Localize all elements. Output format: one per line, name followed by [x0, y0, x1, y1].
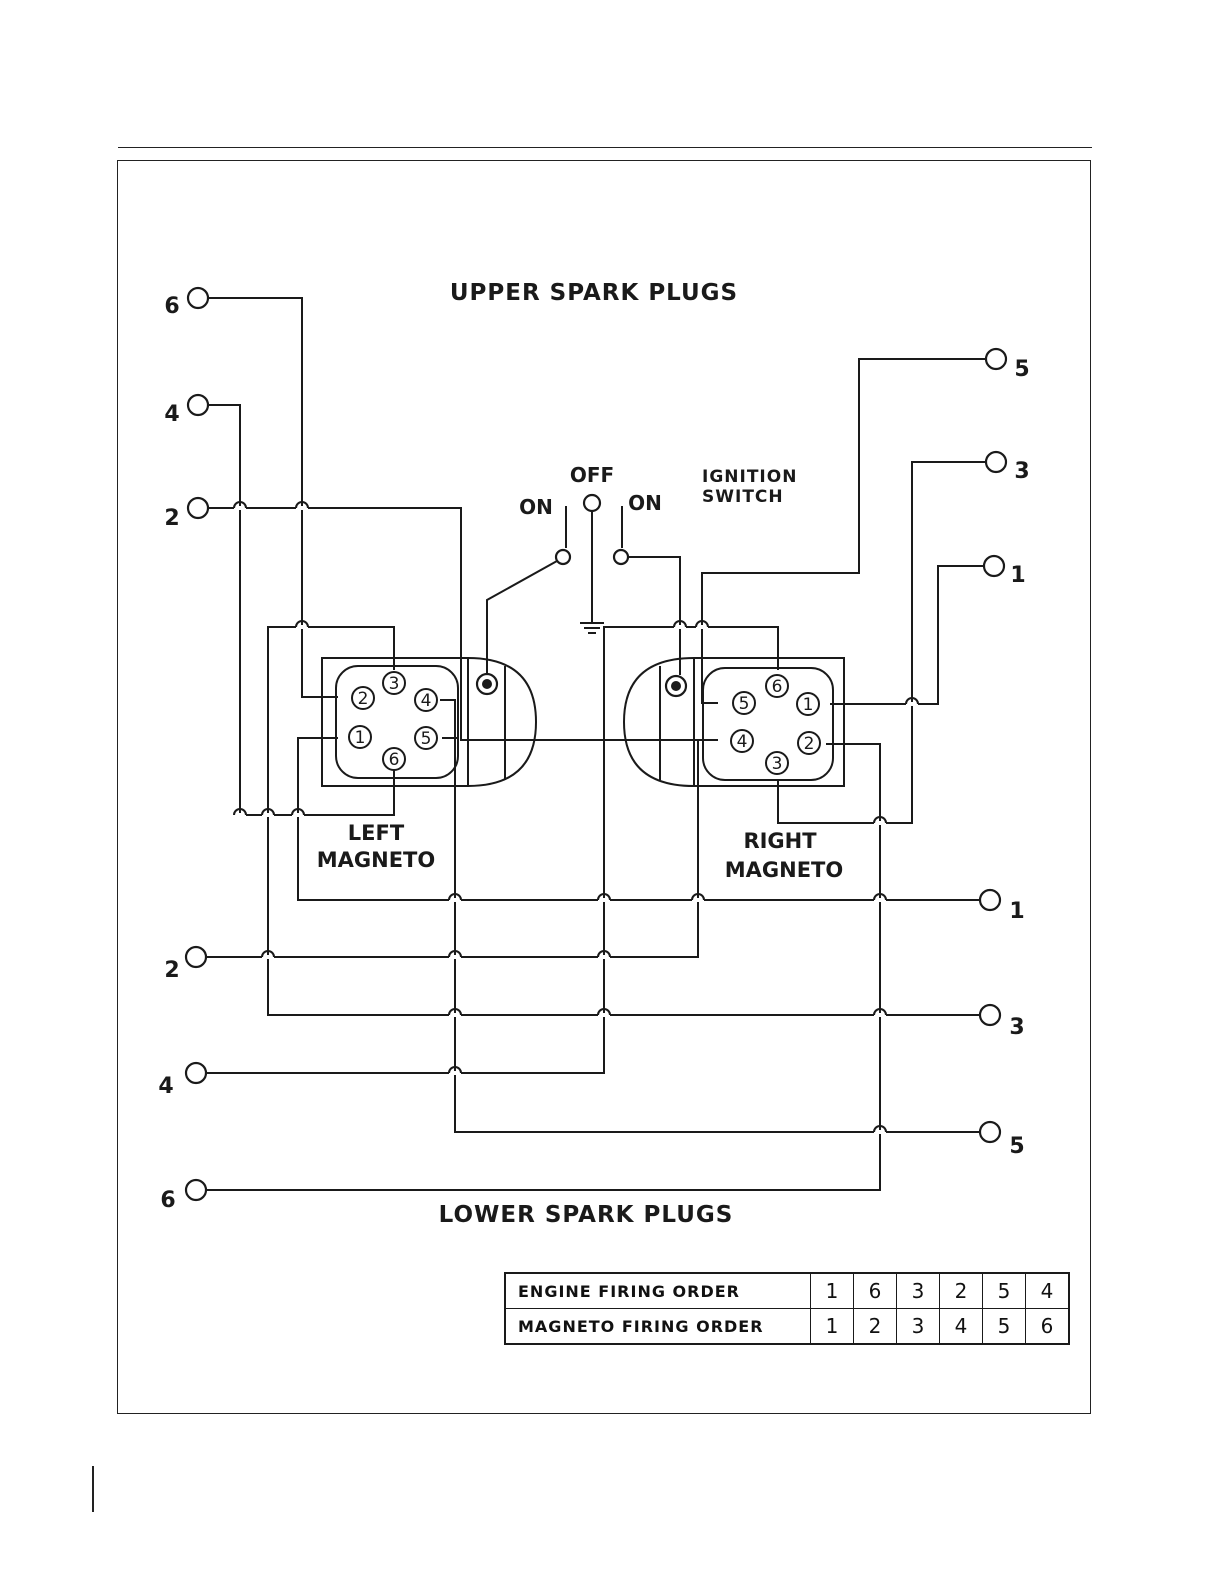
- table-cell: 2: [940, 1273, 983, 1309]
- spark-plug-number: 4: [158, 1074, 173, 1099]
- table-cell: 1: [811, 1273, 854, 1309]
- table-cell: 6: [854, 1273, 897, 1309]
- spark-plug-number: 5: [1014, 357, 1029, 382]
- wire-upper-1: [830, 566, 984, 704]
- spark-plug-number: 1: [1010, 563, 1025, 588]
- spark-plug-terminal: [186, 947, 206, 967]
- table-row: MAGNETO FIRING ORDER 1 2 3 4 5 6: [505, 1309, 1069, 1345]
- right-magneto-pin-label: 6: [772, 677, 783, 697]
- spark-plug-number: 6: [160, 1188, 175, 1213]
- switch-off-label: OFF: [570, 463, 614, 487]
- switch-left-terminal: [556, 550, 570, 564]
- switch-off-terminal: [584, 495, 600, 511]
- table-cell: 5: [983, 1309, 1026, 1345]
- table-cell: 4: [1026, 1273, 1070, 1309]
- wire-switch-left: [487, 561, 557, 675]
- switch-on-right-label: ON: [628, 491, 662, 515]
- right-magneto-pin-label: 4: [737, 732, 748, 752]
- spark-plug-number: 3: [1009, 1015, 1024, 1040]
- table-row: ENGINE FIRING ORDER 1 6 3 2 5 4: [505, 1273, 1069, 1309]
- left-magneto-pin-label: 6: [389, 750, 400, 770]
- table-cell: 3: [897, 1309, 940, 1345]
- table-cell: 5: [983, 1273, 1026, 1309]
- magneto-firing-order-label: MAGNETO FIRING ORDER: [505, 1309, 811, 1345]
- firing-order-table: ENGINE FIRING ORDER 1 6 3 2 5 4 MAGNETO …: [504, 1272, 1070, 1345]
- right-magneto-label-line2: MAGNETO: [725, 858, 843, 882]
- wire-upper-5: [702, 359, 986, 703]
- right-magneto-pin-label: 3: [772, 754, 783, 774]
- table-cell: 6: [1026, 1309, 1070, 1345]
- spark-plug-terminal: [980, 1122, 1000, 1142]
- left-magneto-pin-label: 5: [421, 729, 432, 749]
- spark-plug-number: 6: [164, 294, 179, 319]
- spark-plug-terminal: [188, 395, 208, 415]
- table-cell: 1: [811, 1309, 854, 1345]
- left-magneto: 32 4 1 5 6: [322, 658, 536, 786]
- spark-plug-number: 4: [164, 402, 179, 427]
- ignition-label-line1: IGNITION: [702, 467, 797, 487]
- right-magneto-pin-label: 2: [804, 734, 815, 754]
- spark-plug-terminal: [984, 556, 1004, 576]
- spark-plug-number: 2: [164, 958, 179, 983]
- ignition-label-line2: SWITCH: [702, 487, 784, 507]
- left-magneto-pin-label: 1: [355, 728, 366, 748]
- wire-upper-3: [778, 462, 986, 823]
- engine-firing-order-label: ENGINE FIRING ORDER: [505, 1273, 811, 1309]
- spark-plug-number: 5: [1009, 1134, 1024, 1159]
- spark-plug-number: 2: [164, 506, 179, 531]
- left-magneto-label-line1: LEFT: [348, 821, 405, 845]
- table-cell: 2: [854, 1309, 897, 1345]
- switch-right-terminal: [614, 550, 628, 564]
- switch-on-left-label: ON: [519, 495, 553, 519]
- spark-plug-terminal: [186, 1063, 206, 1083]
- left-magneto-pin-label: 2: [358, 689, 369, 709]
- wire-lower-2: [206, 740, 698, 957]
- spark-plug-terminal: [188, 288, 208, 308]
- wire-upper-6: [208, 298, 338, 697]
- right-magneto-label-line1: RIGHT: [743, 829, 817, 853]
- upper-spark-plugs-title: UPPER SPARK PLUGS: [450, 280, 738, 306]
- spark-plug-terminal: [986, 349, 1006, 369]
- table-cell: 4: [940, 1309, 983, 1345]
- spark-plug-terminal: [980, 1005, 1000, 1025]
- right-magneto-pin-label: 1: [803, 695, 814, 715]
- wire-switch-right: [628, 557, 680, 675]
- lower-spark-plugs-title: LOWER SPARK PLUGS: [439, 1202, 734, 1228]
- spark-plug-terminal: [186, 1180, 206, 1200]
- spark-plug-number: 3: [1014, 459, 1029, 484]
- left-magneto-pin-label: 3: [389, 674, 400, 694]
- spark-plug-terminal: [188, 498, 208, 518]
- right-magneto: 6 5 1 4 2 3: [624, 658, 844, 786]
- spark-plug-number: 1: [1009, 899, 1024, 924]
- spark-plug-terminal: [980, 890, 1000, 910]
- table-cell: 3: [897, 1273, 940, 1309]
- spark-plug-terminal: [986, 452, 1006, 472]
- left-magneto-pin-label: 4: [421, 691, 432, 711]
- right-magneto-pin-label: 5: [739, 694, 750, 714]
- wire-upper-2: [208, 508, 718, 740]
- wire-l4: [440, 700, 980, 1132]
- left-magneto-label-line2: MAGNETO: [317, 848, 435, 872]
